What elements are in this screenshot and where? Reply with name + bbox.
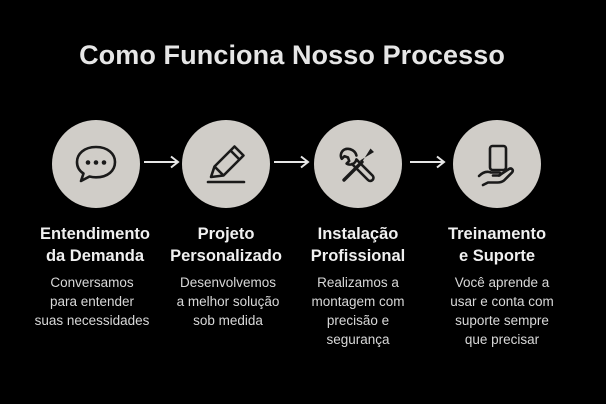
step-4-description: Você aprende a usar e conta com suporte … bbox=[450, 275, 554, 347]
page-title: Como Funciona Nosso Processo bbox=[79, 40, 505, 70]
hand-phone-icon bbox=[477, 144, 515, 187]
arrow-right-icon bbox=[274, 155, 310, 169]
arrow-right-icon bbox=[144, 155, 180, 169]
step-4-title: Treinamento e Suporte bbox=[447, 225, 547, 265]
wrench-screwdriver-icon bbox=[339, 147, 375, 183]
step-2-title: Projeto Personalizado bbox=[170, 225, 282, 265]
step-1-circle bbox=[52, 120, 140, 208]
step-4-circle bbox=[453, 120, 541, 208]
step-3-circle bbox=[314, 120, 402, 208]
step-3-description: Realizamos a montagem com precisão e seg… bbox=[311, 275, 405, 347]
step-1-title: Entendimento da Demanda bbox=[40, 225, 150, 265]
step-3-title: Instalação Profissional bbox=[310, 225, 406, 265]
speech-bubble-icon bbox=[75, 145, 117, 183]
step-2-circle bbox=[182, 120, 270, 208]
pencil-icon bbox=[206, 145, 246, 184]
arrow-right-icon bbox=[410, 155, 446, 169]
step-2-description: Desenvolvemos a melhor solução sob medid… bbox=[176, 275, 280, 328]
step-1-description: Conversamos para entender suas necessida… bbox=[34, 275, 150, 328]
